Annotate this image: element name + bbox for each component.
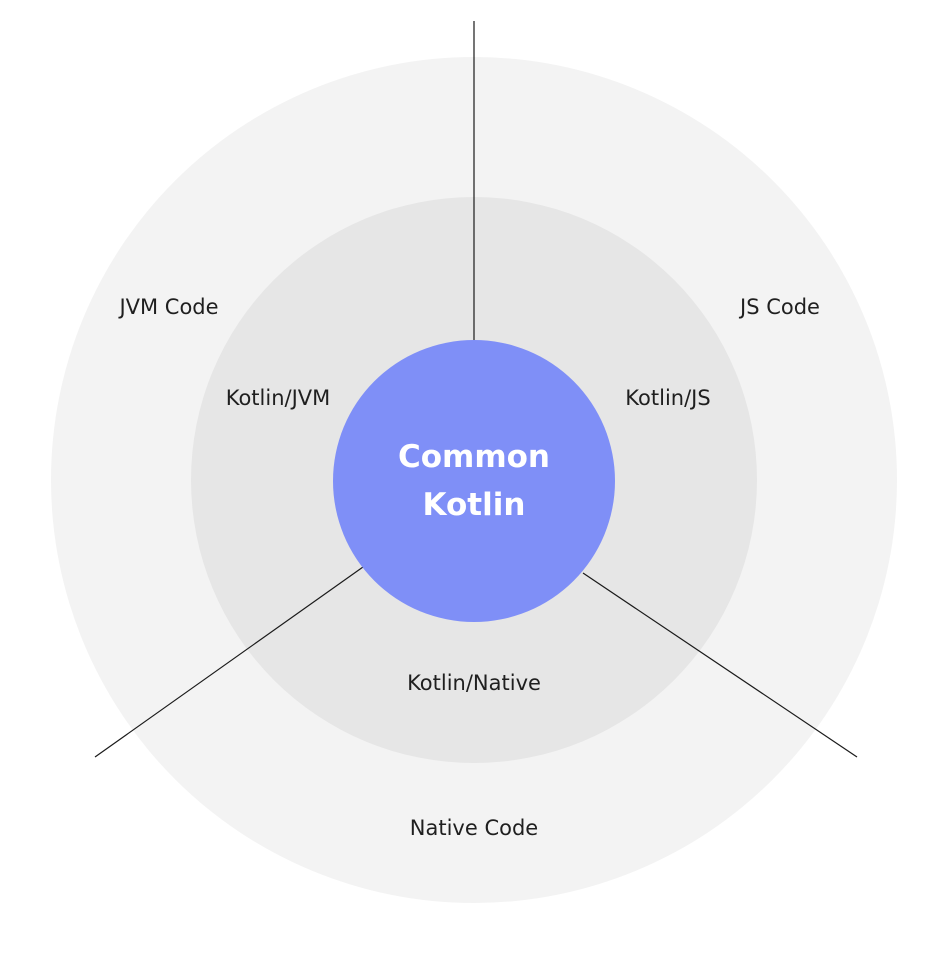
kotlin-js-label: Kotlin/JS (625, 386, 710, 410)
kotlin-jvm-label: Kotlin/JVM (226, 386, 331, 410)
js-code-label: JS Code (738, 295, 820, 319)
core-label-line1: Common (398, 439, 550, 475)
core-label-line2: Kotlin (423, 487, 526, 523)
native-code-label: Native Code (410, 816, 538, 840)
kotlin-native-label: Kotlin/Native (407, 671, 541, 695)
divider-line-bottom-right (582, 572, 858, 758)
divider-line-bottom-left (94, 566, 364, 758)
jvm-code-label: JVM Code (117, 295, 218, 319)
common-kotlin-core (333, 340, 615, 622)
